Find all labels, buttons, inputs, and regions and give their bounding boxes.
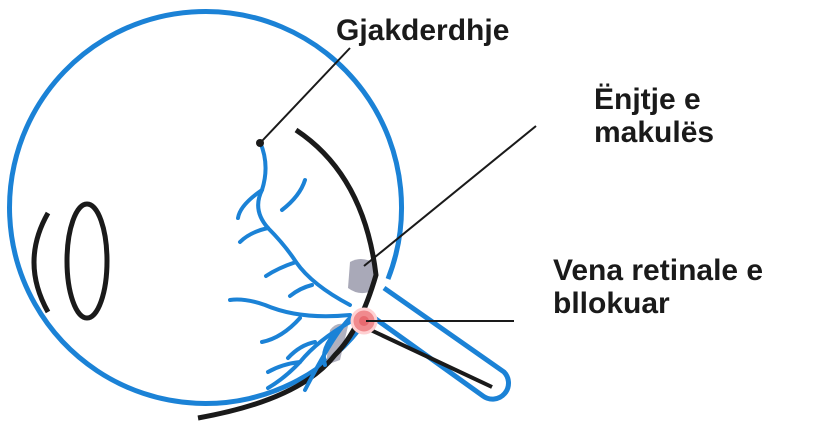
cornea-icon [34, 213, 48, 312]
blocked-vein-label-line-1: Vena retinale e [553, 254, 763, 287]
hemorrhage-label-line-1: Gjakderdhje [336, 14, 509, 47]
macular-edema-label-line-2: makulës [594, 116, 714, 149]
macular-edema-label-line-1: Ënjtje e [594, 83, 714, 116]
hemorrhage-leader-line [262, 48, 350, 141]
optic-nerve-icon [360, 288, 509, 399]
lens-icon [67, 204, 107, 318]
blocked-vein-label-line-2: bllokuar [553, 287, 763, 320]
hemorrhage-label: Gjakderdhje [336, 14, 509, 47]
macular-edema-label: Ënjtje e makulës [594, 83, 714, 149]
blocked-vein-label: Vena retinale e bllokuar [553, 254, 763, 320]
